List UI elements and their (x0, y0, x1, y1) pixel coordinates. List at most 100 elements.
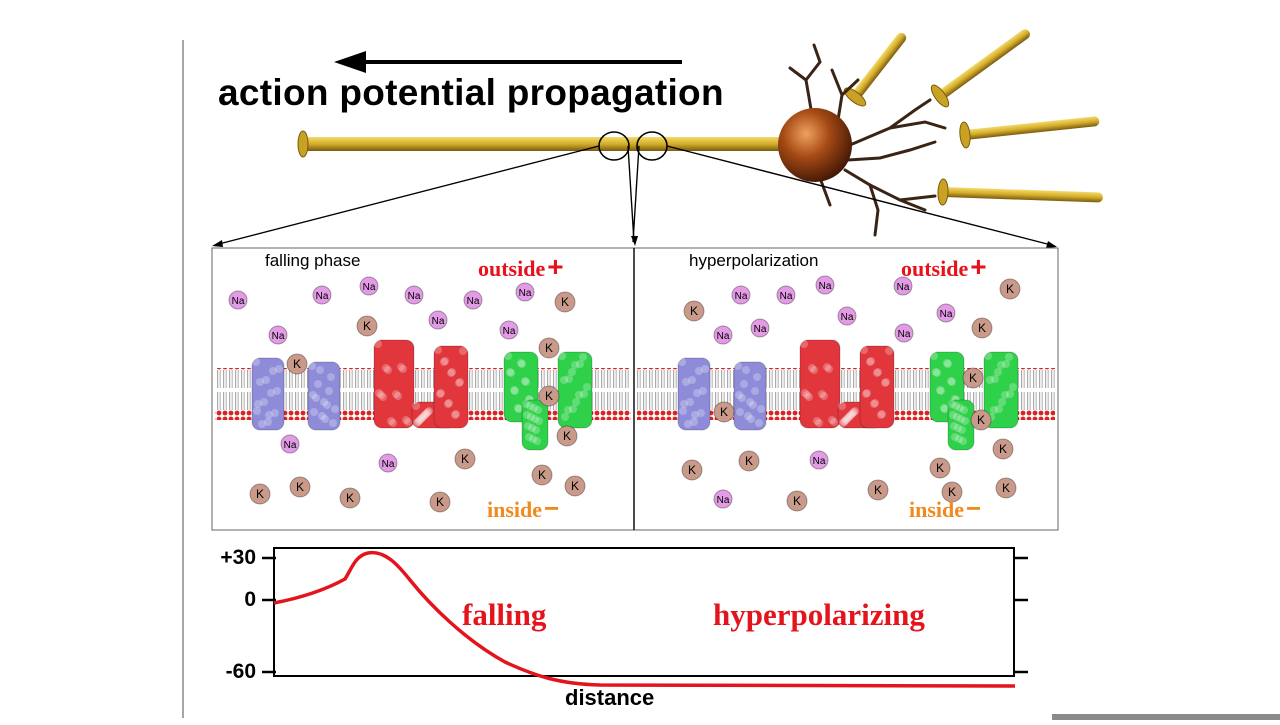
sodium-ion: Na (429, 311, 447, 329)
sodium-channel (308, 362, 340, 430)
inside-label-left: inside− (487, 493, 559, 524)
sodium-ion: Na (229, 291, 247, 309)
svg-text:Na: Na (754, 324, 767, 335)
svg-text:Na: Na (897, 282, 910, 293)
svg-text:K: K (296, 480, 304, 494)
potassium-ion: K (290, 477, 310, 497)
svg-text:Na: Na (841, 312, 854, 323)
svg-text:K: K (563, 429, 571, 443)
svg-text:K: K (293, 357, 301, 371)
plot-label-hyperpolarizing: hyperpolarizing (713, 597, 925, 633)
cell-body (778, 108, 852, 182)
panel-label-falling-phase: falling phase (265, 251, 360, 271)
svg-text:K: K (793, 494, 801, 508)
sodium-ion: Na (937, 304, 955, 322)
potassium-ion: K (555, 292, 575, 312)
potassium-ion: K (682, 460, 702, 480)
svg-text:K: K (256, 487, 264, 501)
plot-label-falling: falling (462, 597, 546, 633)
panel-label-hyperpolarization: hyperpolarization (689, 251, 818, 271)
potassium-ion: K (539, 338, 559, 358)
sodium-channel (734, 362, 766, 430)
sodium-ion: Na (379, 454, 397, 472)
potassium-ion: K (963, 368, 983, 388)
svg-text:Na: Na (780, 291, 793, 302)
svg-text:K: K (561, 295, 569, 309)
svg-text:K: K (1006, 282, 1014, 296)
sodium-ion: Na (360, 277, 378, 295)
sodium-ion: Na (516, 283, 534, 301)
svg-text:K: K (461, 452, 469, 466)
svg-text:K: K (978, 321, 986, 335)
svg-text:K: K (690, 304, 698, 318)
potassium-ion: K (971, 410, 991, 430)
potassium-ion: K (972, 318, 992, 338)
sodium-ion: Na (732, 286, 750, 304)
sodium-ion: Na (714, 326, 732, 344)
potassium-channel-red (860, 346, 894, 428)
figure-title: action potential propagation (218, 72, 724, 114)
potassium-ion: K (340, 488, 360, 508)
svg-text:K: K (1002, 481, 1010, 495)
sodium-ion: Na (500, 321, 518, 339)
svg-text:Na: Na (467, 296, 480, 307)
tick-label-minus-60: -60 (196, 660, 256, 684)
svg-text:Na: Na (316, 291, 329, 302)
potassium-channel-green (522, 400, 548, 450)
sodium-ion: Na (281, 435, 299, 453)
sodium-channel (678, 358, 710, 430)
potassium-channel-red (800, 340, 840, 428)
axon (298, 131, 802, 157)
potassium-ion: K (868, 480, 888, 500)
svg-text:K: K (969, 371, 977, 385)
potassium-channel-red (434, 346, 468, 428)
potassium-ion: K (357, 316, 377, 336)
sodium-ion: Na (269, 326, 287, 344)
svg-text:K: K (545, 341, 553, 355)
svg-text:K: K (545, 389, 553, 403)
sodium-ion: Na (714, 490, 732, 508)
potassium-ion: K (1000, 279, 1020, 299)
svg-text:Na: Na (432, 316, 445, 327)
svg-text:Na: Na (519, 288, 532, 299)
potassium-ion: K (739, 451, 759, 471)
tick-label-0: 0 (196, 588, 256, 612)
potassium-ion: K (930, 458, 950, 478)
svg-text:Na: Na (717, 495, 730, 506)
potassium-ion: K (684, 301, 704, 321)
svg-text:Na: Na (408, 291, 421, 302)
svg-text:K: K (720, 405, 728, 419)
svg-text:K: K (363, 319, 371, 333)
svg-text:K: K (436, 495, 444, 509)
propagation-arrow (334, 51, 682, 73)
tick-label-plus-30: +30 (196, 546, 256, 570)
sodium-ion: Na (816, 276, 834, 294)
sodium-ion: Na (895, 324, 913, 342)
sodium-ion: Na (777, 286, 795, 304)
svg-text:K: K (977, 413, 985, 427)
svg-text:Na: Na (717, 331, 730, 342)
potassium-ion: K (557, 426, 577, 446)
svg-text:K: K (571, 479, 579, 493)
potassium-ion: K (993, 439, 1013, 459)
sodium-ion: Na (838, 307, 856, 325)
sodium-ion: Na (405, 286, 423, 304)
potassium-ion: K (532, 465, 552, 485)
outside-label-right: outside+ (901, 251, 987, 283)
svg-text:K: K (874, 483, 882, 497)
svg-text:Na: Na (363, 282, 376, 293)
potassium-ion: K (539, 386, 559, 406)
x-axis-label-distance: distance (565, 685, 654, 711)
svg-text:Na: Na (272, 331, 285, 342)
svg-text:K: K (538, 468, 546, 482)
svg-text:Na: Na (284, 440, 297, 451)
svg-text:K: K (999, 442, 1007, 456)
svg-text:K: K (745, 454, 753, 468)
potassium-channel-green (558, 352, 592, 428)
scroll-bar (1052, 714, 1280, 720)
svg-text:Na: Na (940, 309, 953, 320)
outside-label-left: outside+ (478, 251, 564, 283)
potassium-ion: K (455, 449, 475, 469)
svg-text:Na: Na (503, 326, 516, 337)
svg-text:Na: Na (819, 281, 832, 292)
